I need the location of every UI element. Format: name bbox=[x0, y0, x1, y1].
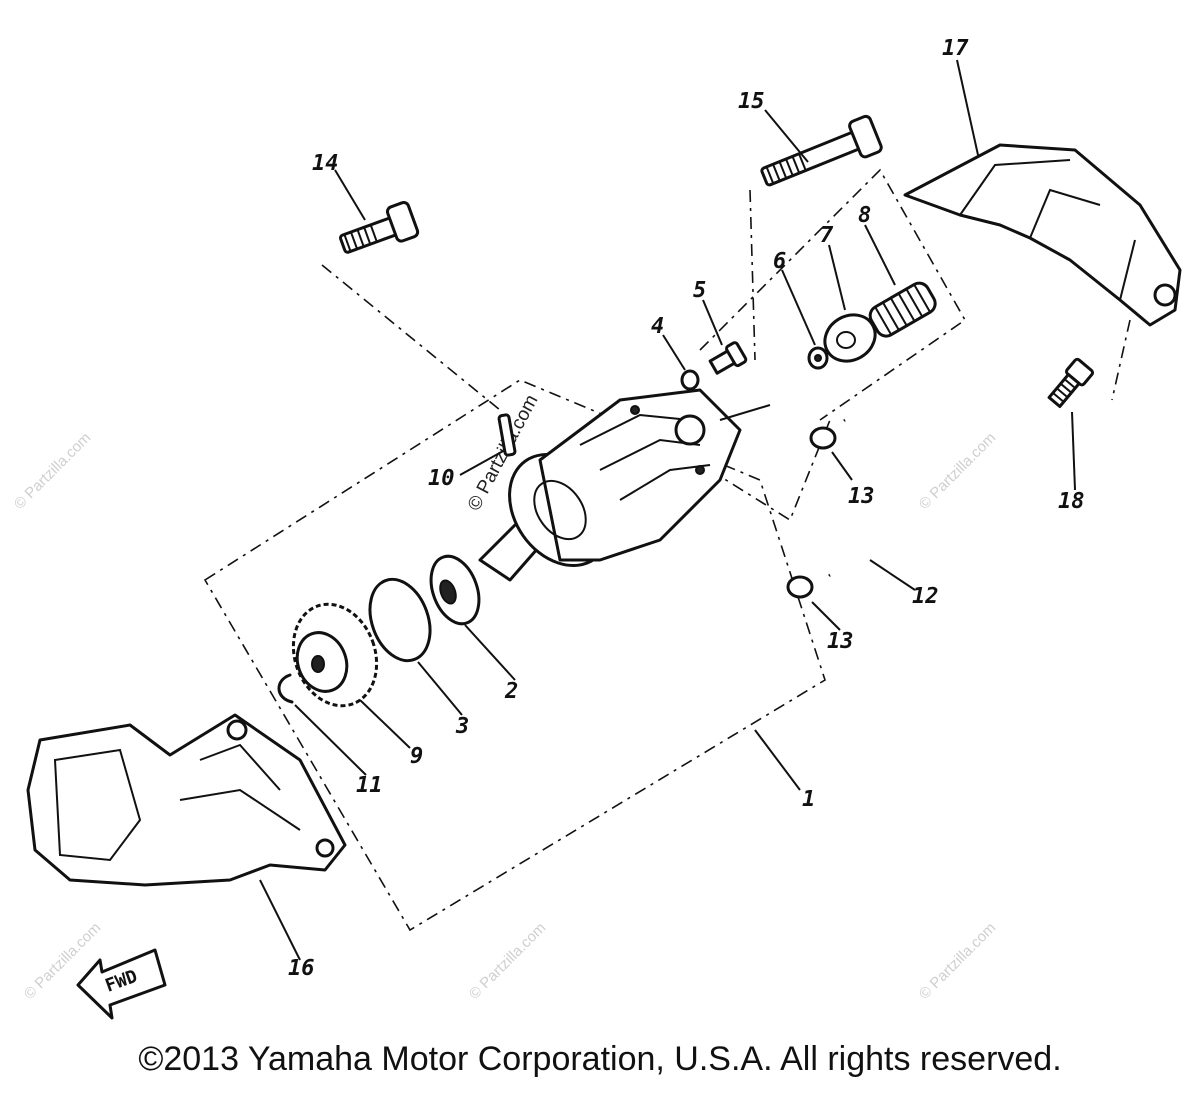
bolt-14 bbox=[339, 201, 420, 254]
nut-7 bbox=[823, 313, 877, 363]
plug-8 bbox=[868, 281, 937, 338]
callout-14: 14 bbox=[312, 151, 339, 176]
clip-13-upper bbox=[809, 426, 837, 450]
leader-bolt-14 bbox=[321, 264, 501, 411]
parts-diagram: © Partzilla.com © Partzilla.com © Partzi… bbox=[11, 36, 1182, 1020]
pin-10 bbox=[497, 413, 517, 457]
callout-13-lower: 13 bbox=[827, 629, 854, 654]
washer-6 bbox=[807, 346, 829, 370]
cover-16 bbox=[26, 713, 347, 887]
copyright-notice: ©2013 Yamaha Motor Corporation, U.S.A. A… bbox=[138, 1040, 1062, 1078]
callout-11: 11 bbox=[356, 773, 383, 798]
callout-12: 12 bbox=[912, 584, 939, 609]
callout-9: 9 bbox=[410, 744, 423, 769]
callouts: 17 15 14 8 7 6 5 4 10 13 18 12 13 2 3 9 … bbox=[288, 36, 1085, 981]
washer-4 bbox=[680, 369, 700, 391]
watermark: © Partzilla.com bbox=[466, 919, 549, 1002]
clip-13-lower bbox=[786, 575, 814, 599]
hose-12 bbox=[827, 380, 1027, 581]
callout-16: 16 bbox=[288, 956, 315, 981]
oil-seal-2 bbox=[429, 554, 481, 626]
leader-screw-18 bbox=[1111, 319, 1131, 401]
callout-17: 17 bbox=[942, 36, 969, 61]
callout-13-upper: 13 bbox=[848, 484, 875, 509]
callout-7: 7 bbox=[820, 223, 834, 248]
pump-assembly-1 bbox=[478, 388, 771, 582]
callout-18: 18 bbox=[1058, 489, 1085, 514]
callout-6: 6 bbox=[773, 249, 786, 274]
assembly-upper-boundary bbox=[699, 168, 967, 421]
callout-5: 5 bbox=[693, 278, 706, 303]
callout-2: 2 bbox=[504, 679, 518, 704]
leader-bolt-15 bbox=[749, 189, 756, 361]
gear-9 bbox=[291, 602, 379, 708]
assembly-boundaries bbox=[203, 168, 1131, 932]
leader-lines bbox=[259, 59, 1076, 961]
callout-8: 8 bbox=[858, 203, 871, 228]
fwd-arrow: FWD bbox=[76, 948, 167, 1020]
screw-18 bbox=[1047, 357, 1095, 408]
callout-1: 1 bbox=[802, 787, 815, 812]
bracket-17 bbox=[903, 143, 1182, 327]
callout-15: 15 bbox=[738, 89, 765, 114]
clip-11 bbox=[277, 673, 294, 704]
o-ring-3 bbox=[368, 577, 432, 663]
watermark: © Partzilla.com bbox=[11, 429, 94, 512]
screw-5 bbox=[708, 341, 748, 375]
leader-hose bbox=[709, 419, 831, 522]
callout-3: 3 bbox=[455, 714, 469, 739]
watermark: © Partzilla.com bbox=[916, 919, 999, 1002]
bolt-15 bbox=[760, 114, 883, 187]
callout-4: 4 bbox=[651, 314, 664, 339]
callout-10: 10 bbox=[428, 466, 455, 491]
